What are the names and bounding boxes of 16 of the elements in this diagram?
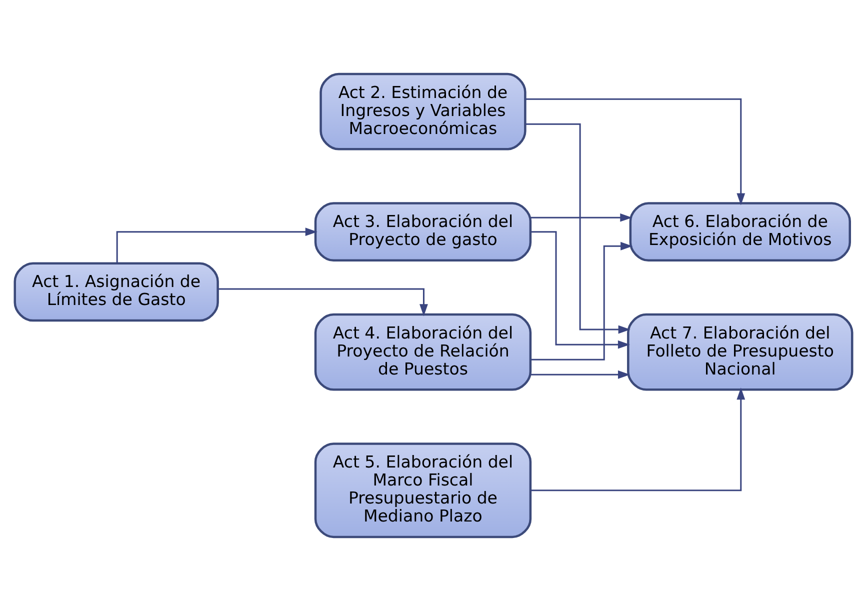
arrow <box>530 212 632 222</box>
node-box: Act 5. Elaboración del Marco Fiscal Presupuestario de Mediano Plazo <box>314 442 532 538</box>
arrow <box>525 98 746 205</box>
arrow <box>530 241 633 360</box>
node-box: Act 1. Asignación de Límites de Gasto <box>14 262 219 322</box>
arrow <box>116 227 318 263</box>
node-box: Act 3. Elaboración del Proyecto de gasto <box>314 202 532 262</box>
arrow <box>530 370 630 378</box>
node-box: Act 4. Elaboración del Proyecto de Relación de Puestos <box>314 312 532 390</box>
node-box: Act 2. Estimación de Ingresos y Variables Macroeconómicas <box>320 72 526 150</box>
arrow <box>530 387 746 491</box>
node-box: Act 6. Elaboración de Exposición de Motivos <box>629 202 851 262</box>
node-box: Act 7. Elaboración del Folleto de Presupuesto Nacional <box>627 312 854 390</box>
arrow <box>526 122 630 334</box>
arrow <box>530 230 630 348</box>
arrow <box>218 288 428 316</box>
